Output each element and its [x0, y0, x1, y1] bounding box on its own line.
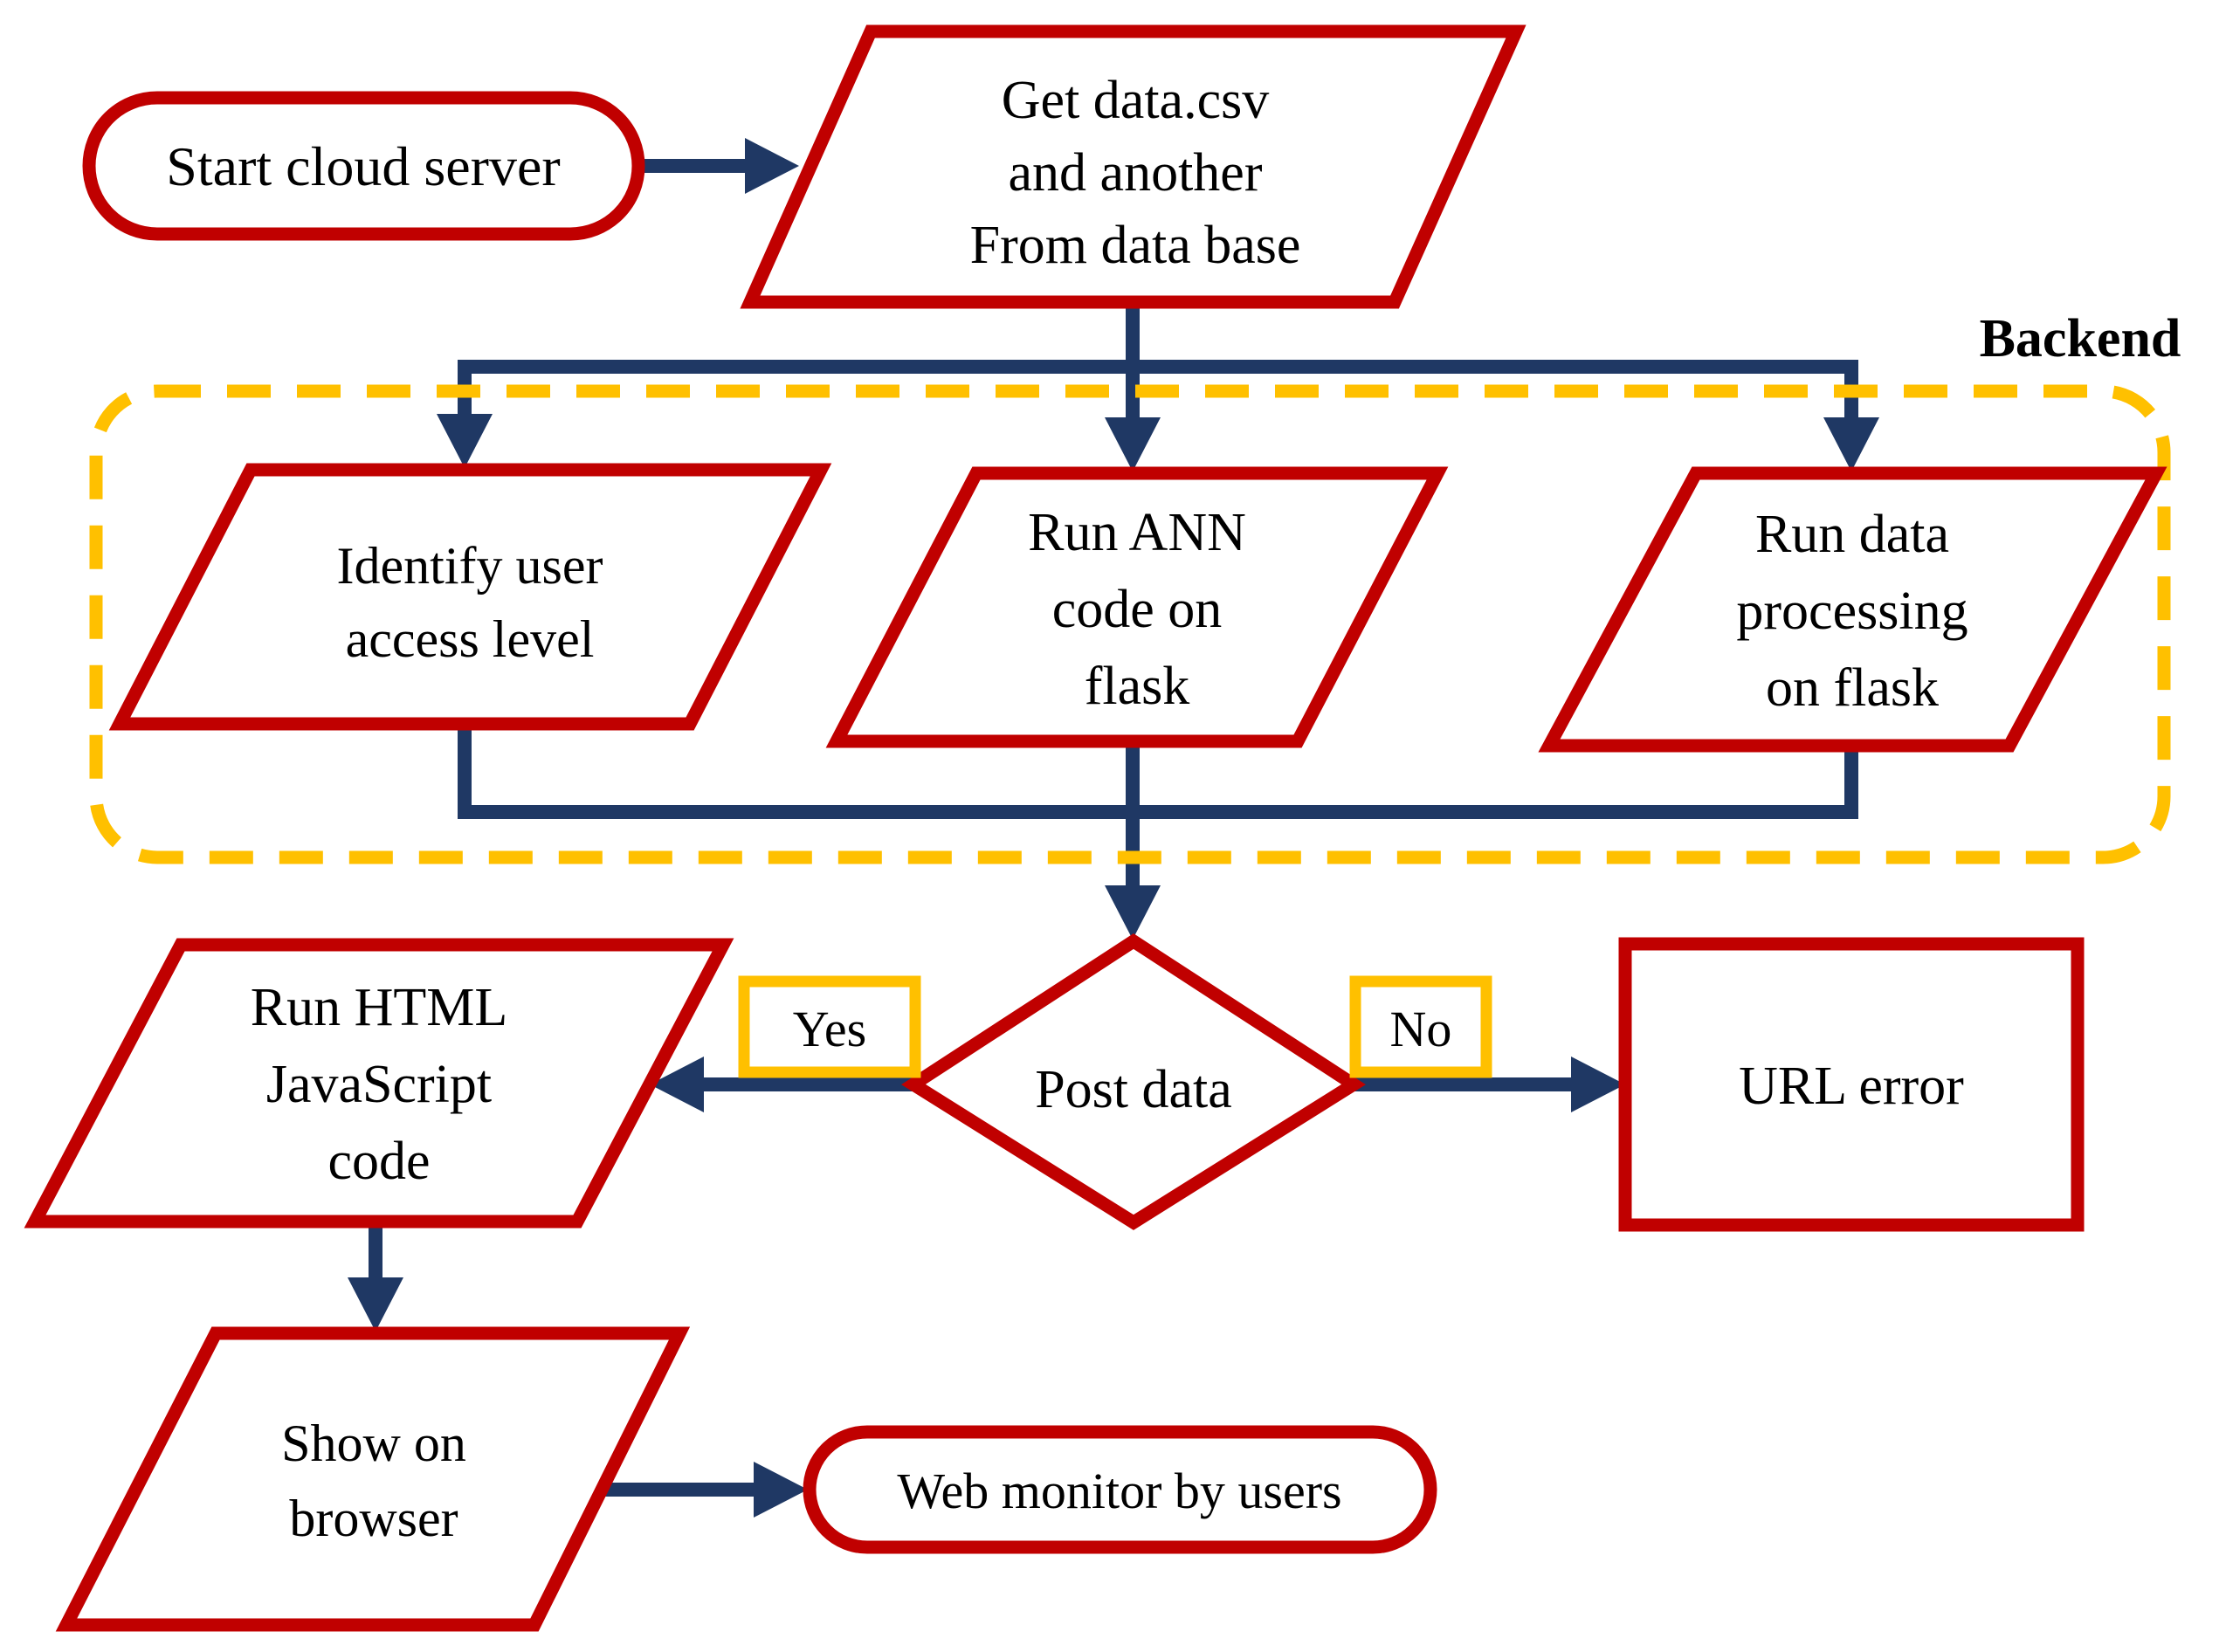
node-url-error-shape — [1618, 937, 2085, 1232]
edge-label-no-box — [1349, 975, 1492, 1078]
arrowhead-branch-right — [1823, 417, 1879, 472]
node-start-shape — [82, 91, 645, 241]
arrowhead-yes — [650, 1057, 704, 1112]
node-start: Start cloud server — [82, 91, 645, 241]
node-run-html-shape — [24, 938, 734, 1229]
node-run-ann-line1: Run ANN — [1028, 503, 1246, 562]
backend-region-box — [89, 384, 2171, 864]
node-identify-user: Identify user access level — [108, 463, 832, 731]
edge-backend-collector — [458, 724, 1858, 891]
node-url-error: URL error — [1618, 937, 2085, 1232]
arrowhead-to-postdata — [1105, 885, 1161, 940]
node-run-html-line3: code — [327, 1132, 430, 1191]
node-show-browser-line1: Show on — [281, 1415, 466, 1472]
node-run-processing-line1: Run data — [1755, 505, 1949, 564]
node-get-data-line1: Get data.csv — [1002, 71, 1269, 130]
node-run-html-line2: JavaScript — [266, 1055, 492, 1114]
node-get-data: Get data.csv and another From data base — [740, 24, 1526, 309]
node-identify-user-line1: Identify user — [337, 537, 603, 595]
node-get-data-shape — [740, 24, 1526, 309]
node-run-html: Run HTML JavaScript code — [24, 938, 734, 1229]
edge-label-no-text: No — [1390, 1001, 1452, 1057]
arrowhead-to-webmonitor — [754, 1462, 808, 1518]
backend-region-label: Backend — [1980, 309, 2181, 368]
edge-label-yes-box — [738, 975, 921, 1078]
node-show-browser: Show on browser — [55, 1326, 691, 1632]
node-post-data-shape — [901, 933, 1366, 1230]
edge-label-no: No — [1349, 975, 1492, 1078]
arrowhead-no — [1571, 1057, 1625, 1112]
edge-getdata-branch — [458, 302, 1858, 421]
node-post-data: Post data — [901, 933, 1366, 1230]
node-run-processing-line2: processing — [1736, 582, 1968, 641]
node-get-data-line3: From data base — [970, 216, 1301, 275]
edge-label-yes: Yes — [738, 975, 921, 1078]
node-web-monitor-shape — [803, 1425, 1437, 1554]
node-run-html-line1: Run HTML — [251, 978, 508, 1037]
node-run-processing-line3: on flask — [1766, 658, 1939, 718]
node-web-monitor: Web monitor by users — [803, 1425, 1437, 1554]
node-show-browser-shape — [55, 1326, 691, 1632]
node-identify-user-line2: access level — [346, 610, 595, 668]
node-run-ann-line3: flask — [1085, 657, 1190, 716]
node-run-ann-line2: code on — [1052, 580, 1223, 639]
node-run-processing-shape — [1538, 466, 2167, 753]
edge-label-yes-text: Yes — [793, 1001, 866, 1057]
node-get-data-line2: and another — [1009, 143, 1263, 203]
node-identify-user-shape — [108, 463, 832, 731]
node-post-data-label: Post data — [1035, 1060, 1232, 1119]
node-start-label: Start cloud server — [166, 135, 560, 197]
node-web-monitor-label: Web monitor by users — [897, 1463, 1341, 1519]
arrowhead-branch-left — [437, 414, 493, 468]
arrowhead-to-showbrowser — [348, 1277, 403, 1332]
arrowhead-start-to-getdata — [745, 138, 799, 194]
arrowhead-branch-center — [1105, 417, 1161, 472]
node-run-ann: Run ANN code on flask — [825, 466, 1449, 748]
node-url-error-label: URL error — [1739, 1057, 1964, 1116]
node-run-processing: Run data processing on flask — [1538, 466, 2167, 753]
node-show-browser-line2: browser — [289, 1490, 458, 1547]
node-run-ann-shape — [825, 466, 1449, 748]
